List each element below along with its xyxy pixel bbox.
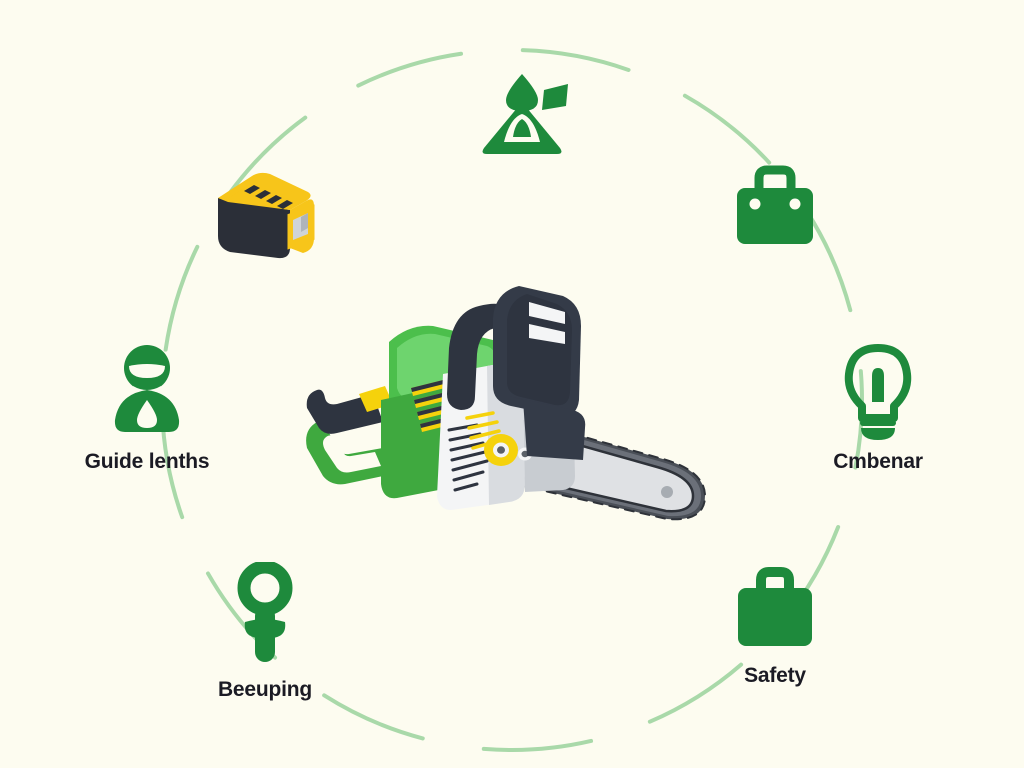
saw-handle-base <box>509 396 586 460</box>
node-label-cmbenar: Cmbenar <box>833 450 923 473</box>
briefcase-icon <box>728 562 822 654</box>
saw-handle-slot-bottom <box>529 324 565 344</box>
node-beeuping[interactable]: Beeuping <box>155 560 375 702</box>
ring-path <box>160 48 864 752</box>
saw-rear-handle <box>306 421 393 485</box>
toolbox-icon <box>727 160 823 252</box>
saw-front-handle <box>447 303 508 410</box>
node-guide-lenths[interactable]: Guide lenths <box>37 340 257 474</box>
worker-helmet-icon <box>97 340 197 440</box>
chainsaw-illustration <box>297 270 727 560</box>
node-cmbenar[interactable]: Cmbenar <box>768 340 988 474</box>
saw-cover-yellow-vents <box>465 411 503 450</box>
node-toolbox[interactable] <box>665 160 885 252</box>
node-safety[interactable]: Safety <box>665 562 885 688</box>
hazard-cone-icon <box>474 62 570 158</box>
lightbulb-icon <box>836 340 920 440</box>
node-label-beeuping: Beeuping <box>217 678 313 701</box>
node-label-guide-lenths: Guide lenths <box>84 450 210 473</box>
saw-rear-handle-hole <box>323 435 381 473</box>
battery-pack-icon <box>200 158 324 262</box>
saw-cover-vents <box>447 423 489 492</box>
node-battery[interactable] <box>152 158 372 262</box>
node-label-safety: Safety <box>744 664 806 687</box>
wrench-key-icon <box>227 560 303 668</box>
saw-handle-slot-top <box>529 302 565 324</box>
saw-bar-nose-hole <box>661 486 673 498</box>
node-hazard[interactable] <box>412 62 632 158</box>
